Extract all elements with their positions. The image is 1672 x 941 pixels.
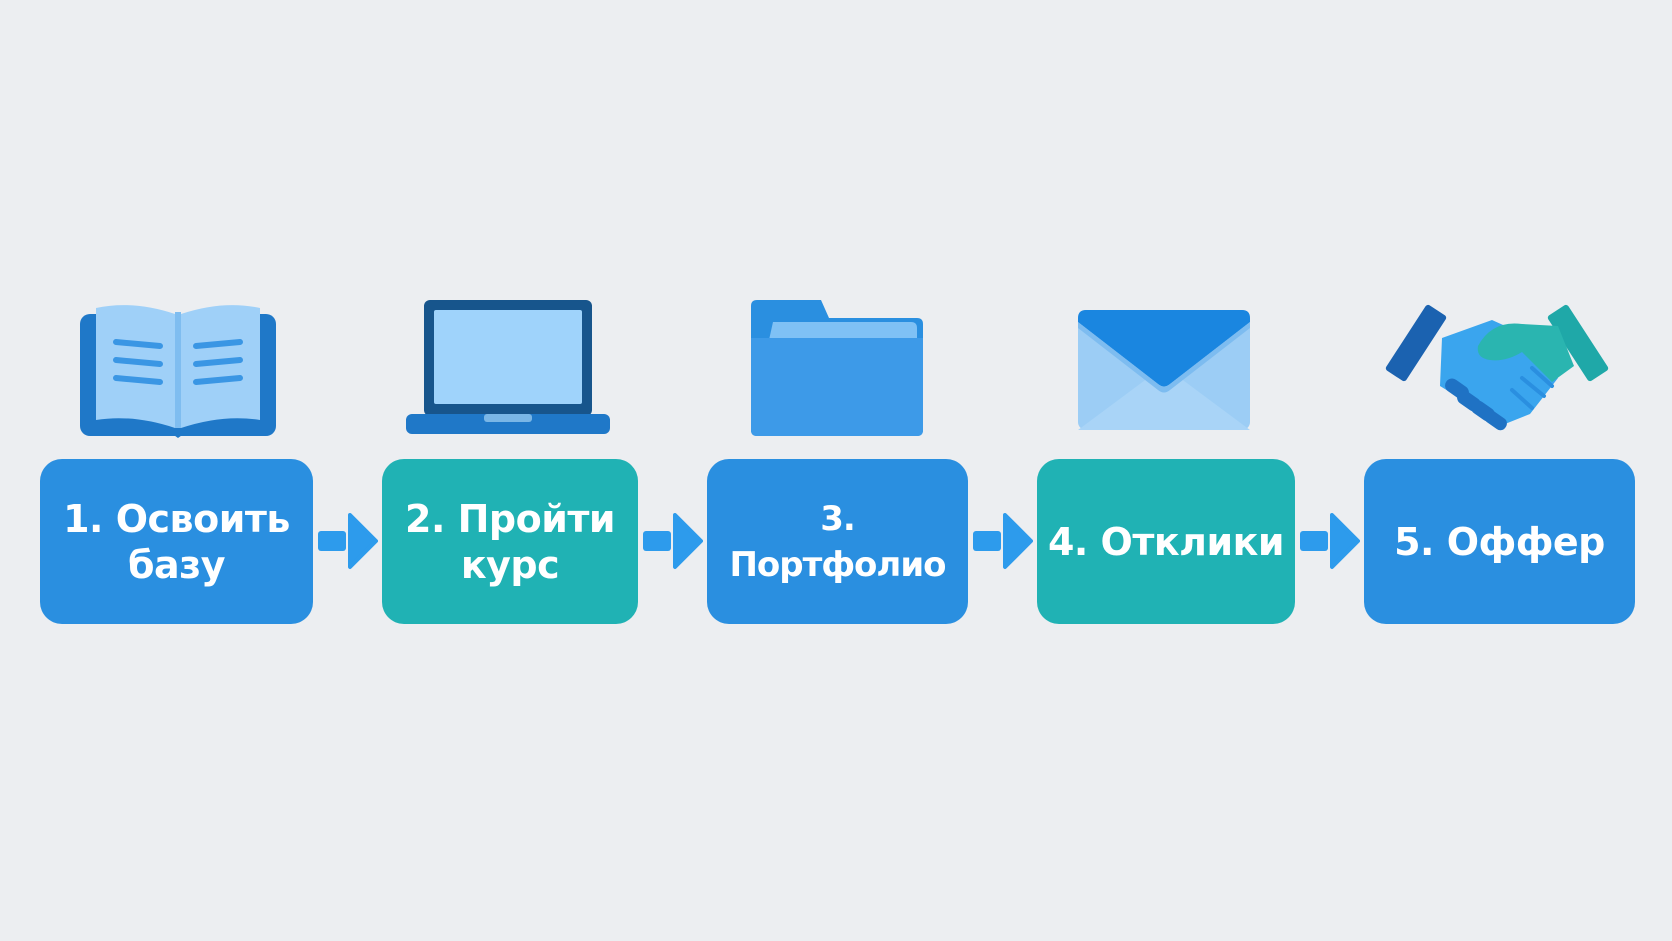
step-1-line-1: 1. Освоить xyxy=(63,496,290,541)
arrow-right-icon xyxy=(1298,511,1360,571)
arrow-right-icon xyxy=(971,511,1033,571)
step-5-box: 5. Оффер xyxy=(1364,459,1635,624)
open-book-icon xyxy=(78,300,278,445)
step-3-line-1: 3. Портфолио xyxy=(729,498,946,585)
step-4-label: 4. Отклики xyxy=(1047,519,1285,565)
step-2-label: 2. Пройти курс xyxy=(405,496,616,588)
step-1-box: 1. Освоить базу xyxy=(40,459,313,624)
step-2-line-2: курс xyxy=(460,542,560,587)
arrow-right-icon xyxy=(641,511,703,571)
step-3-label: 3. Портфолио xyxy=(715,496,960,588)
step-1-line-2: базу xyxy=(127,542,226,587)
step-2-box: 2. Пройти курс xyxy=(382,459,638,624)
step-5-line-1: 5. Оффер xyxy=(1394,519,1605,564)
folder-icon xyxy=(751,300,923,436)
step-1-label: 1. Освоить базу xyxy=(63,496,290,588)
step-5-label: 5. Оффер xyxy=(1394,519,1605,565)
step-3-box: 3. Портфолио xyxy=(707,459,968,624)
handshake-icon xyxy=(1382,298,1612,440)
step-4-line-1: 4. Отклики xyxy=(1047,519,1285,564)
step-2-line-1: 2. Пройти xyxy=(405,496,616,541)
laptop-icon xyxy=(406,300,610,436)
arrow-right-icon xyxy=(316,511,378,571)
step-4-box: 4. Отклики xyxy=(1037,459,1295,624)
envelope-icon xyxy=(1078,310,1250,430)
